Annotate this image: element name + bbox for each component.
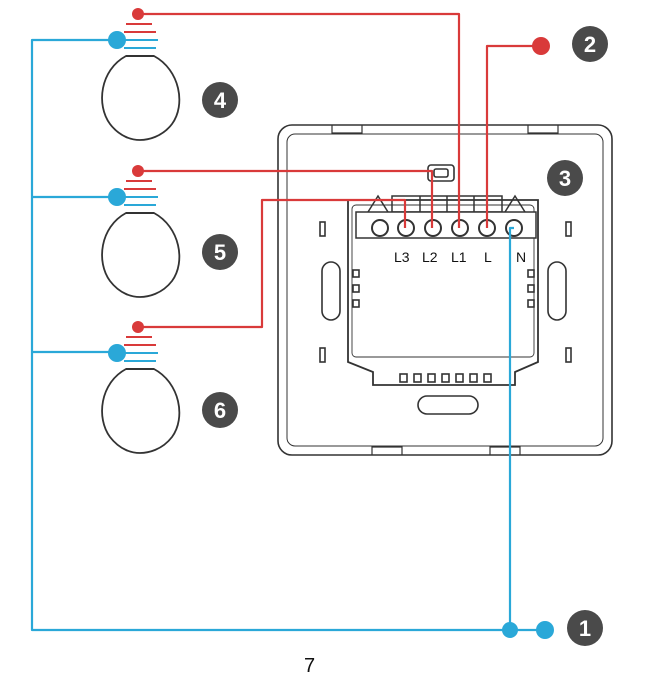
lamp-1-switched-wire <box>138 12 461 228</box>
page-number: 7 <box>304 655 316 677</box>
svg-text:6: 6 <box>214 398 226 423</box>
svg-text:3: 3 <box>559 166 571 191</box>
svg-text:2: 2 <box>584 32 596 57</box>
callout-badge-3: 3 <box>547 160 583 196</box>
light-bulb-icon <box>101 321 181 454</box>
callout-badge-6: 6 <box>202 392 238 428</box>
light-bulb-icon <box>101 8 181 141</box>
live-feed-wire <box>485 44 541 228</box>
callout-badge-1: 1 <box>567 610 603 646</box>
terminal-label-n: N <box>516 249 526 265</box>
neutral-wire <box>30 38 545 632</box>
terminal-label-l3: L3 <box>394 249 410 265</box>
svg-text:5: 5 <box>214 240 226 265</box>
light-bulb-icon <box>101 165 181 298</box>
callout-badge-5: 5 <box>202 234 238 270</box>
lamp-2-switched-wire <box>138 169 434 228</box>
callout-badge-2: 2 <box>572 26 608 62</box>
neutral-junction-dot <box>502 622 518 638</box>
live-terminal-dot <box>532 37 550 55</box>
terminal-label-l: L <box>484 249 492 265</box>
svg-text:1: 1 <box>579 616 591 641</box>
wall-switch-backplate-icon <box>277 124 613 456</box>
neutral-terminal-dot <box>536 621 554 639</box>
svg-text:4: 4 <box>214 88 227 113</box>
terminal-label-l2: L2 <box>422 249 438 265</box>
terminal-label-l1: L1 <box>451 249 467 265</box>
callout-badge-4: 4 <box>202 82 238 118</box>
terminal-screw-l3 <box>371 219 389 237</box>
lamp-3-switched-wire <box>138 198 407 329</box>
